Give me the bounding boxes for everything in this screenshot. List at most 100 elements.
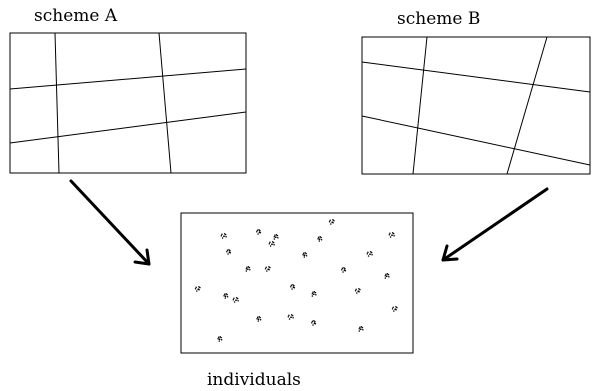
individual-dot-speck — [220, 235, 223, 237]
individual-dot-speck — [217, 338, 219, 340]
individual-dot-speck — [330, 223, 332, 225]
individual-dot-speck — [237, 300, 239, 302]
individual-dot-speck — [319, 236, 321, 238]
individual-dot-speck — [223, 233, 226, 235]
individual-dot-speck — [305, 255, 308, 257]
individual-dot-speck — [218, 340, 221, 342]
scheme-b-line — [412, 36, 428, 175]
individual-dot-speck — [369, 253, 371, 256]
individual-dot-speck — [249, 269, 251, 271]
individual-dot-speck — [293, 284, 295, 287]
individual-dot-speck — [220, 339, 223, 341]
individual-dot-speck — [331, 221, 334, 224]
individual-dot-speck — [304, 252, 306, 254]
individual-dot-speck — [394, 308, 397, 311]
individual-dot-speck — [303, 256, 306, 258]
individual-dot-speck — [358, 288, 360, 290]
individual-dot-speck — [311, 322, 313, 324]
individual-dot-speck — [311, 295, 314, 297]
individual-dot-speck — [329, 219, 331, 222]
individual-dot-speck — [389, 232, 391, 235]
individual-dot-speck — [367, 251, 369, 254]
individual-dot — [245, 266, 251, 272]
individual-dot-speck — [226, 249, 229, 252]
individual-dot-speck — [317, 238, 319, 240]
individual-dot-speck — [291, 288, 293, 290]
individual-dot-speck — [223, 295, 225, 297]
individual-dot-speck — [357, 290, 360, 293]
individual-dot-speck — [360, 326, 363, 328]
individual-dot-speck — [366, 253, 369, 255]
individual-dot-speck — [371, 254, 373, 256]
individual-dot-speck — [361, 326, 364, 329]
individuals-label: individuals — [207, 370, 301, 390]
individual-dot-speck — [384, 275, 387, 277]
individual-dot-speck — [236, 297, 239, 300]
scheme-a-label: scheme A — [34, 6, 118, 26]
individual-dot — [388, 232, 395, 238]
individual-dot-speck — [245, 270, 248, 272]
individual-dot-speck — [225, 293, 227, 295]
individual-dot — [194, 286, 201, 292]
individual-dot-speck — [317, 236, 320, 239]
individual-dot-speck — [256, 318, 258, 320]
individual-dot-speck — [311, 320, 314, 323]
individual-dot — [226, 249, 232, 255]
individual-dot-speck — [224, 297, 227, 299]
individual-dot-speck — [311, 293, 314, 295]
individual-dot-speck — [233, 301, 236, 303]
individual-dot-speck — [333, 219, 335, 222]
individual-dot-speck — [290, 286, 292, 288]
individual-dot-speck — [246, 266, 248, 269]
individual-dot-speck — [386, 273, 389, 275]
individual-dot — [311, 320, 317, 326]
scheme-b-panel — [361, 36, 591, 175]
individual-dot-speck — [292, 286, 295, 289]
individual-dot-speck — [291, 314, 294, 317]
individual-dot-speck — [318, 238, 321, 241]
individual-dot-speck — [392, 232, 395, 235]
individual-dot-speck — [314, 320, 316, 323]
individual-dot-speck — [391, 232, 394, 234]
individual-dot-speck — [303, 254, 306, 257]
individual-dot-speck — [273, 236, 276, 238]
individual-dot-speck — [318, 240, 321, 242]
individual-dot-speck — [228, 251, 231, 254]
individual-dot-speck — [305, 252, 307, 255]
individual-dot-speck — [313, 322, 316, 325]
individual-dot-speck — [226, 296, 229, 298]
individual-dot-speck — [273, 244, 275, 246]
individual-dot-speck — [356, 292, 358, 294]
individual-dot-speck — [312, 291, 314, 294]
individual-dot-speck — [232, 299, 235, 301]
individuals-frame — [180, 212, 414, 354]
individual-dot — [311, 291, 317, 297]
individual-dot-speck — [387, 273, 390, 276]
individual-dot — [354, 288, 361, 294]
individual-dot-speck — [396, 306, 398, 309]
individual-dot-speck — [288, 314, 290, 317]
individual-dot-speck — [312, 293, 315, 296]
individual-dot — [358, 326, 364, 332]
scheme-a-line — [54, 32, 60, 174]
individual-dot-speck — [229, 249, 231, 252]
individual-dot-speck — [277, 237, 279, 239]
individuals-panel — [180, 212, 414, 354]
individual-dot-speck — [342, 271, 344, 273]
individual-dot-speck — [290, 314, 293, 316]
individual-dot-speck — [268, 243, 271, 245]
individual-dot-speck — [235, 297, 238, 299]
scheme-a-line — [158, 32, 172, 174]
individual-dot-speck — [269, 245, 272, 247]
individual-dot — [256, 229, 262, 235]
scheme-b-line — [361, 115, 591, 166]
individual-dot — [391, 306, 398, 312]
individual-dot-speck — [369, 251, 372, 253]
individual-dot-speck — [302, 252, 305, 255]
individual-dot — [302, 252, 308, 258]
individual-dot-speck — [258, 316, 260, 318]
individual-dot-speck — [302, 254, 304, 256]
individual-dot-speck — [358, 330, 361, 332]
individual-dot-speck — [367, 255, 370, 257]
individual-dot-speck — [221, 233, 223, 236]
